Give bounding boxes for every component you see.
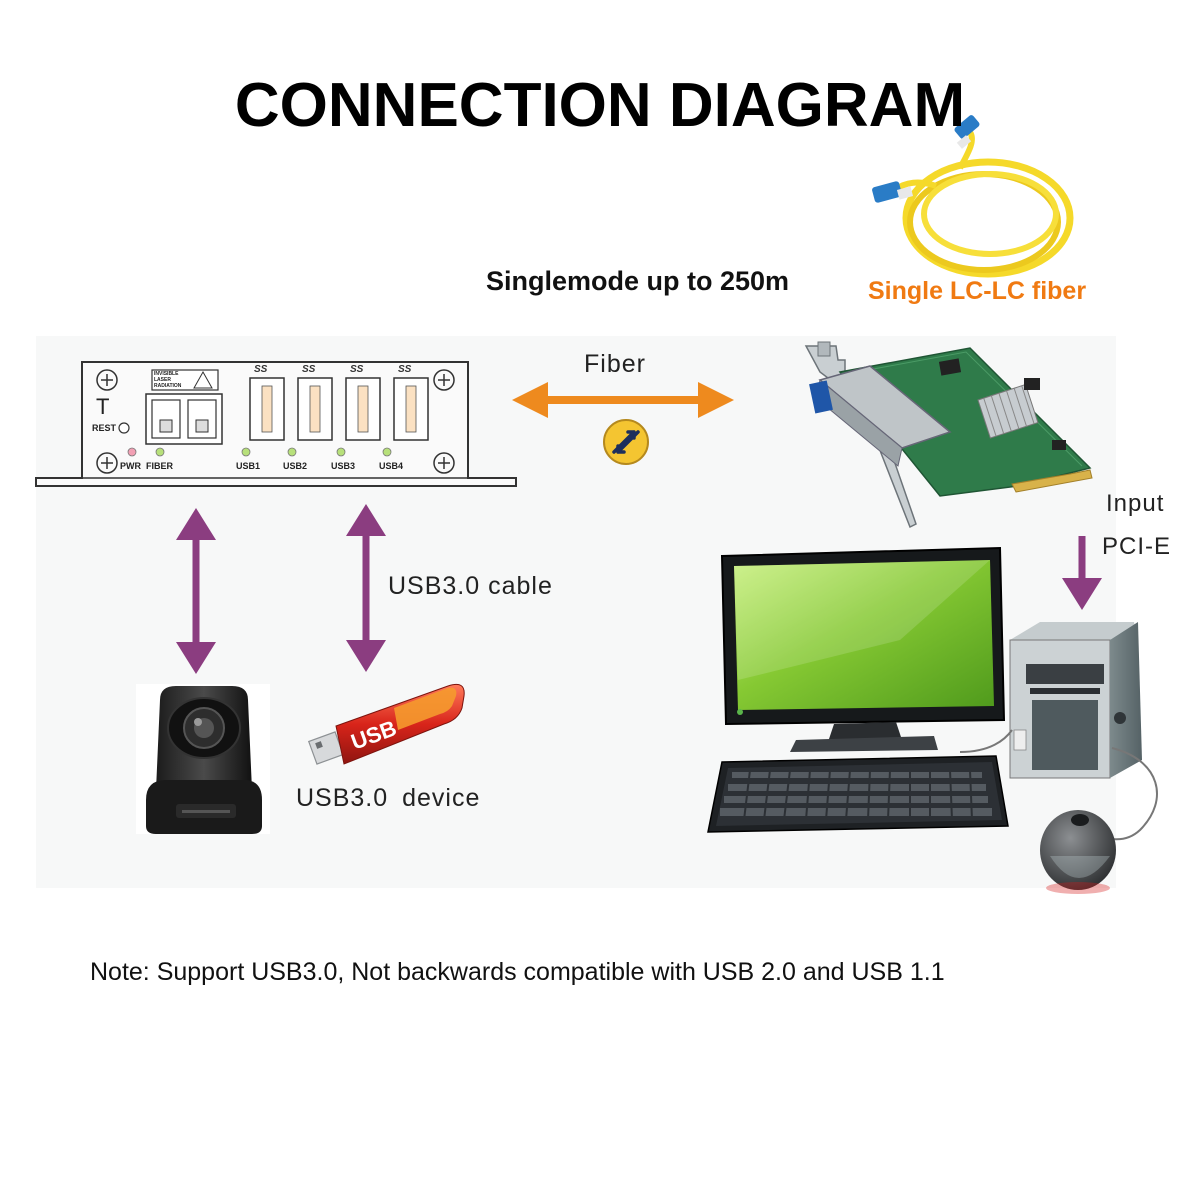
fiber-extender-device [35, 361, 517, 487]
usb-device-label: USB3.0 device [296, 784, 481, 812]
laser-sticker-text: INVISIBLE LASER RADIATION [154, 371, 182, 389]
reset-symbol: T [96, 394, 110, 419]
pwr-led [127, 447, 137, 457]
usb3-label: USB3 [331, 461, 356, 471]
reset-button [118, 422, 130, 434]
cable-name-label: Single LC-LC fiber [868, 277, 1087, 305]
superspeed-logo: SS [350, 364, 364, 375]
monitor-icon [720, 546, 1006, 752]
usb-port-1 [241, 377, 285, 457]
pcie-input-arrow [1062, 536, 1102, 610]
usb-port-3 [336, 377, 381, 457]
pcie-fiber-card [804, 341, 1093, 529]
usb-flash-drive-icon: USB [307, 683, 465, 765]
usb-cable-double-arrow [346, 504, 386, 672]
screw-icon [96, 369, 455, 474]
fiber-led [155, 447, 165, 457]
fiber-port-label: FIBER [146, 461, 173, 471]
mouse-icon [1040, 810, 1116, 894]
usb4-label: USB4 [379, 461, 404, 471]
camera-double-arrow [176, 508, 216, 674]
desktop-computer [707, 546, 1158, 894]
keyboard-icon [707, 755, 1009, 833]
superspeed-logo: SS [254, 364, 268, 375]
laser-warning-icon [193, 370, 213, 389]
page-title: CONNECTION DIAGRAM [234, 71, 966, 140]
superspeed-logo: SS [398, 364, 412, 375]
link-swap-icon [603, 419, 649, 465]
superspeed-logo: SS [302, 364, 316, 375]
fiber-double-arrow [512, 382, 734, 418]
usb-cable-label: USB3.0 cable [388, 572, 553, 600]
usb1-label: USB1 [236, 461, 261, 471]
input-label: Input [1106, 490, 1165, 517]
usb-port-4 [382, 377, 429, 457]
compatibility-note: Note: Support USB3.0, Not backwards comp… [90, 958, 945, 986]
pcie-label: PCI-E [1102, 533, 1172, 560]
usb-port-2 [287, 377, 333, 457]
ptz-camera-icon [136, 684, 270, 834]
usb2-label: USB2 [283, 461, 308, 471]
pc-tower-icon [1009, 622, 1142, 779]
fiber-link-label: Fiber [584, 350, 646, 378]
reset-label: REST [92, 423, 117, 433]
lc-lc-fiber-cable-icon [872, 115, 1074, 278]
singlemode-distance-label: Singlemode up to 250m [486, 266, 790, 296]
pwr-label: PWR [120, 461, 141, 471]
